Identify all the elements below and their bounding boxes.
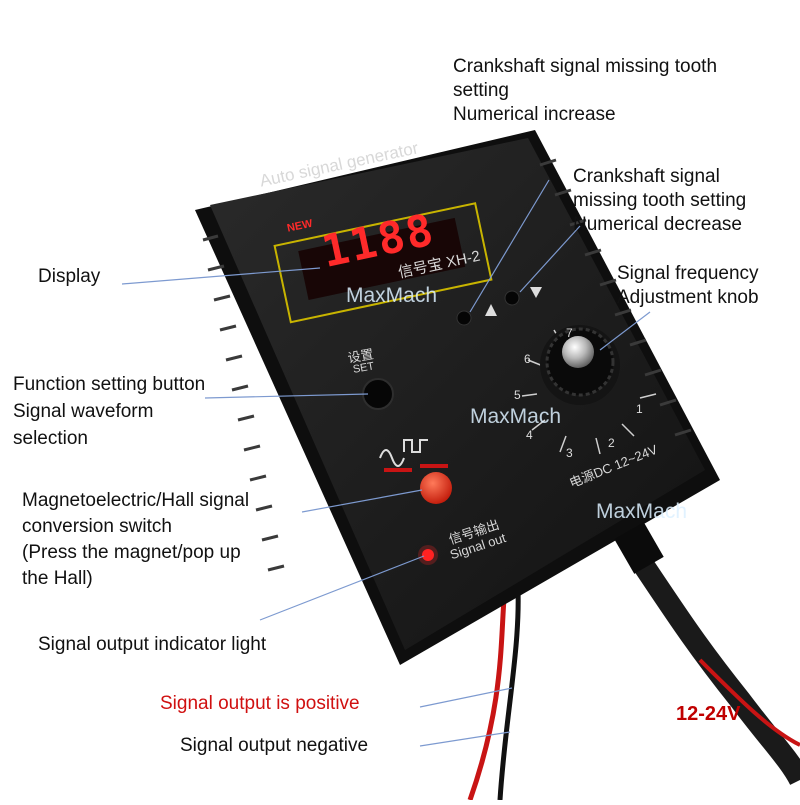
label-frequency-knob: Signal frequency Adjustment knob [617, 263, 759, 308]
dial-number: 4 [526, 428, 533, 442]
frequency-knob [540, 325, 620, 405]
watermark: MaxMach [470, 405, 562, 428]
up-triangle-icon [485, 304, 497, 316]
dial-number: 5 [514, 388, 521, 402]
conversion-switch-button [420, 472, 452, 504]
dial-number: 7 [566, 326, 573, 340]
power-jack [614, 522, 664, 574]
down-triangle-icon [530, 287, 542, 298]
dial-number: 3 [566, 446, 573, 460]
label-conversion-switch: Magnetoelectric/Hall signal conversion s… [22, 490, 250, 589]
label-missing-tooth-increase: Crankshaft signal missing tooth setting … [453, 56, 718, 125]
label-output-positive: Signal output is positive [160, 693, 360, 714]
power-red-wire [698, 658, 800, 747]
watermark: MaxMach [596, 500, 688, 523]
decrease-button [504, 290, 520, 306]
dial-number: 1 [636, 402, 643, 416]
label-output-negative: Signal output negative [180, 735, 369, 756]
label-function-button: Function setting button Signal waveform … [13, 374, 206, 449]
red-wire [467, 584, 508, 801]
square-wave-icon [403, 439, 428, 453]
watermark: MaxMach [346, 284, 438, 307]
dial-number: 6 [524, 352, 531, 366]
supply-voltage-label: 12-24V [676, 703, 741, 725]
label-indicator-light: Signal output indicator light [38, 634, 267, 655]
increase-button [456, 310, 472, 326]
dial-number: 2 [608, 436, 615, 450]
sine-wave-icon [379, 449, 405, 467]
indicator-led-icon [422, 549, 434, 561]
display-panel [273, 202, 493, 324]
label-missing-tooth-decrease: Crankshaft signal missing tooth setting … [573, 166, 747, 235]
label-display: Display [38, 266, 101, 287]
